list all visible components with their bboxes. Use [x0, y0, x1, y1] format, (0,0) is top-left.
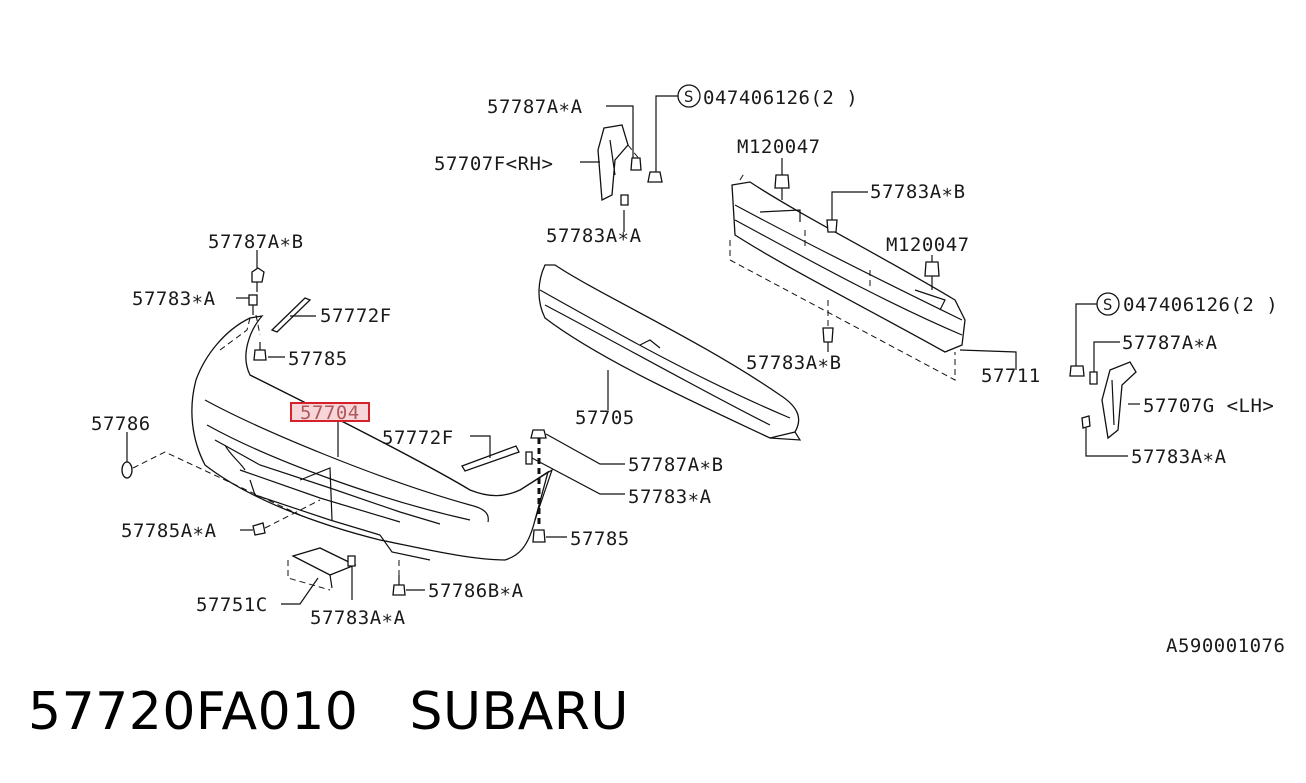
bumper-cover-57704[interactable]: [191, 315, 550, 561]
label-57751C[interactable]: 57751C: [196, 594, 268, 616]
label-57705[interactable]: 57705: [575, 407, 635, 429]
clip-57783A-A-right[interactable]: [1081, 415, 1091, 429]
circled-s-top-icon: S: [677, 84, 701, 108]
bolt-57785A-A[interactable]: [252, 522, 266, 536]
label-57787A-B-left[interactable]: 57787A∗B: [208, 231, 304, 253]
bracket-57707F-RH[interactable]: [597, 124, 629, 202]
clip-57783A-B-a[interactable]: [826, 219, 838, 233]
plug-57786[interactable]: [121, 461, 133, 479]
clip-57783A-B-b[interactable]: [822, 327, 834, 343]
bolt-047406126-top[interactable]: [647, 171, 663, 183]
circled-s-top-letter: S: [684, 87, 694, 106]
energy-absorber-57705[interactable]: [538, 264, 802, 441]
label-57711[interactable]: 57711: [981, 365, 1041, 387]
label-M120047-a[interactable]: M120047: [737, 136, 821, 158]
circled-s-right-icon: S: [1096, 292, 1120, 316]
bolt-57785-a[interactable]: [253, 342, 267, 361]
clip-57783-A-left[interactable]: [248, 294, 258, 315]
label-57786B-A[interactable]: 57786B∗A: [428, 580, 524, 602]
clip-57787A-A-right[interactable]: [1089, 371, 1098, 385]
clip-57787A-B-left[interactable]: [251, 267, 265, 292]
clip-57787A-B-mid[interactable]: [530, 429, 547, 439]
label-57707F-RH[interactable]: 57707F<RH>: [434, 153, 553, 175]
label-57783A-B-b[interactable]: 57783A∗B: [746, 352, 842, 374]
label-57772F-a[interactable]: 57772F: [320, 305, 392, 327]
label-57785-b[interactable]: 57785: [570, 528, 630, 550]
label-57783A-B-a[interactable]: 57783A∗B: [870, 181, 966, 203]
diagram-reference-code: A590001076: [1166, 635, 1285, 657]
label-047406126-top[interactable]: 047406126(2 ): [703, 87, 858, 109]
molding-57772F-b[interactable]: [461, 445, 520, 472]
bolt-57786B-A[interactable]: [392, 575, 406, 596]
brand-name: SUBARU: [409, 682, 629, 742]
clip-57783A-A-bottom[interactable]: [347, 555, 356, 567]
label-57786[interactable]: 57786: [91, 413, 151, 435]
label-57783A-A-right[interactable]: 57783A∗A: [1131, 446, 1227, 468]
highlight-box-57704: [290, 402, 370, 422]
bolt-047406126-right[interactable]: [1069, 365, 1085, 377]
bracket-57707G-LH[interactable]: [1101, 361, 1137, 440]
reinforcement-57711[interactable]: [731, 181, 966, 353]
circled-s-right-letter: S: [1103, 295, 1113, 314]
label-57772F-b[interactable]: 57772F: [382, 427, 454, 449]
label-57787A-A-right[interactable]: 57787A∗A: [1122, 332, 1218, 354]
label-047406126-right[interactable]: 047406126(2 ): [1123, 294, 1278, 316]
label-57704[interactable]: 57704: [300, 402, 360, 424]
label-57787A-A-top[interactable]: 57787A∗A: [487, 96, 583, 118]
label-57785-a[interactable]: 57785: [288, 348, 348, 370]
clip-57783-A-mid[interactable]: [525, 451, 533, 465]
clip-57783A-A-mid[interactable]: [620, 194, 629, 206]
label-57783-A-left[interactable]: 57783∗A: [132, 288, 216, 310]
part-labels: 57787A∗A 047406126(2 ) 57707F<RH> 57783A…: [91, 87, 1285, 657]
leader-lines: [126, 95, 1140, 605]
label-M120047-b[interactable]: M120047: [886, 234, 970, 256]
part-title: 57720FA010 SUBARU: [28, 682, 629, 742]
label-57783A-A-mid[interactable]: 57783A∗A: [546, 225, 642, 247]
label-57787A-B-mid[interactable]: 57787A∗B: [628, 454, 724, 476]
label-57783A-A-bottom[interactable]: 57783A∗A: [310, 607, 406, 629]
clip-57787A-A-top[interactable]: [630, 157, 642, 171]
bolt-M120047-b[interactable]: [924, 261, 940, 290]
label-57707G-LH[interactable]: 57707G <LH>: [1143, 395, 1274, 417]
label-57783-A-mid[interactable]: 57783∗A: [628, 486, 712, 508]
molding-57772F-a[interactable]: [270, 297, 312, 333]
label-57785A-A[interactable]: 57785A∗A: [121, 520, 217, 542]
bolt-M120047-a[interactable]: [774, 174, 790, 200]
bolt-57785-b[interactable]: [532, 529, 546, 543]
part-number: 57720FA010: [28, 682, 359, 742]
